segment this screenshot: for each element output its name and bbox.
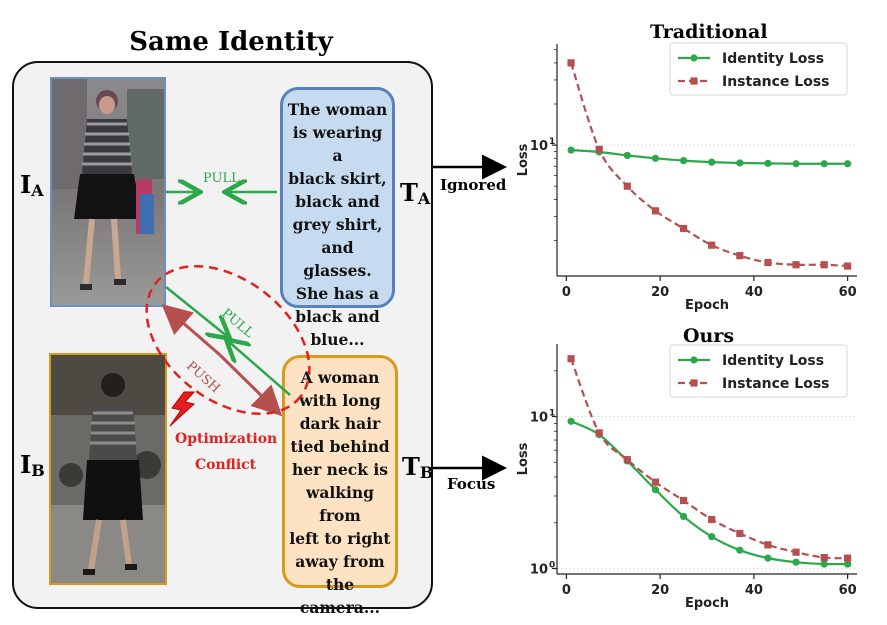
y-tick-exp-0: 0 [549,560,555,570]
data-point [764,159,772,167]
data-point [567,146,575,154]
series-line-1 [570,62,848,268]
conflict-label-line1: Optimization [175,431,278,447]
data-point [820,160,828,168]
data-point [567,59,575,67]
diagram-title: Same Identity [129,27,333,57]
y-tick-exp-1: 1 [549,409,555,419]
data-point [764,258,772,267]
data-point [623,182,631,190]
data-point [820,261,828,269]
push-arrow-b [218,353,283,417]
data-point [595,429,603,437]
x-tick-label-2: 40 [745,285,763,300]
data-point [623,151,631,160]
data-point [844,560,852,568]
legend-marker-1 [690,77,698,85]
data-point [736,529,744,538]
ignored-label: Ignored [440,176,507,194]
x-tick-label-2: 40 [745,583,763,598]
data-point [736,252,744,260]
data-point [623,456,631,464]
legend-label-0: Identity Loss [722,51,824,67]
x-tick-label-3: 60 [839,583,857,598]
person-image-a [50,77,166,307]
data-point [764,541,772,549]
x-axis-label: Epoch [685,298,729,313]
data-point [708,515,716,524]
data-point [708,241,716,249]
data-point [651,207,660,215]
legend-label-1: Instance Loss [722,74,830,90]
pull-label: PULL [203,171,240,186]
data-point [708,533,716,541]
image-a-label: IA [20,170,44,200]
x-tick-label-1: 20 [651,583,669,598]
data-point [651,154,660,162]
data-point [651,486,660,494]
push-arrow-a [161,304,221,357]
x-tick-label-3: 60 [839,285,857,300]
y-tick-label-0: 10 [530,562,548,577]
x-tick-label-1: 20 [651,285,669,300]
legend-marker-0 [690,356,698,364]
y-axis-label: Loss [516,143,531,176]
x-tick-label-0: 0 [562,583,571,598]
text-b-label: TB [402,452,434,482]
x-axis-label: Epoch [685,596,729,611]
text-description-b: A woman with long dark hair tied behind … [282,355,398,617]
legend-box [669,42,848,96]
data-point [567,417,575,425]
x-tick-label-0: 0 [562,285,571,300]
data-point [679,224,688,233]
data-point [708,158,716,166]
data-point [595,145,603,154]
text-description-a: The woman is wearing a black skirt, blac… [280,87,395,349]
chart-2-title: Ours [683,325,735,347]
data-point [844,262,852,270]
y-tick-label-1: 10 [530,411,548,426]
data-point [820,553,828,562]
data-point [792,160,800,168]
data-point [679,156,688,165]
legend-marker-1 [690,379,698,387]
legend-label-1: Instance Loss [722,376,830,392]
data-point [844,554,852,562]
y-tick-label-0: 10 [530,139,548,154]
y-tick-exp-0: 1 [549,137,555,147]
data-point [679,496,688,505]
legend-label-0: Identity Loss [722,353,824,369]
chart-1-title: Traditional [650,21,768,43]
lightning-icon [169,391,196,427]
legend-marker-0 [690,54,698,62]
image-b-label: IB [20,450,45,480]
data-point [736,159,744,167]
pull-diagonal-arrow-a [165,286,228,337]
data-point [792,558,800,566]
text-a-label: TA [400,178,431,208]
y-axis-label: Loss [516,442,531,475]
series-line-0 [570,420,848,566]
data-point [844,160,852,168]
data-point [679,512,688,521]
data-point [567,355,575,363]
conflict-region [145,264,311,416]
legend-box [669,344,848,398]
data-point [651,478,660,486]
focus-label: Focus [447,475,496,493]
data-point [792,548,800,556]
data-point [792,261,800,269]
person-image-b [49,353,167,585]
data-point [764,554,772,562]
conflict-label-line2: Conflict [195,457,257,473]
data-point [820,560,828,568]
pull-diagonal-arrow-b [228,341,291,396]
data-point [736,546,744,554]
